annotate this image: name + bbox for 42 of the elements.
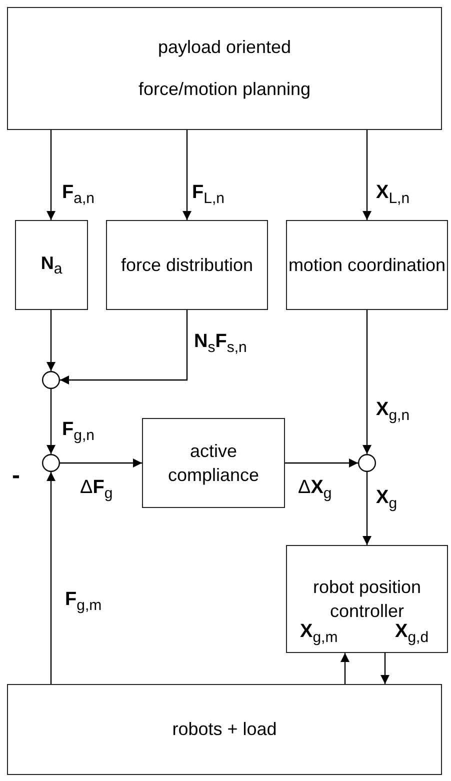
edge-label: X$_{L,n}$ [376,183,410,206]
edge-label: X$_{g,m}$ [300,622,338,645]
block-label: active compliance [166,440,260,487]
arrow [380,653,390,684]
block-box [7,7,442,130]
arrow [362,472,372,545]
arrow [362,130,372,220]
summing-junction [42,371,60,389]
edge-label: F$_{a,n}$ [62,183,94,206]
block-box [286,220,448,310]
edge-label: F$_{g,n}$ [62,420,94,443]
edge-label: X$_{g,d}$ [395,622,429,645]
arrow [46,130,56,220]
arrow [340,653,350,684]
block-label: force distribution [120,254,254,277]
arrow [60,310,188,384]
block-box [142,418,285,508]
arrow [46,389,56,454]
edge-label: ΔF$_{g}$ [80,478,113,501]
arrow [60,458,142,468]
edge-label: F$_{L,n}$ [192,183,224,206]
block-label: N$_{a}$ [40,252,62,280]
edge-label: N$_{s}$F$_{s,n}$ [194,332,247,355]
block-box [7,684,442,775]
arrow [285,458,358,468]
summing-junction [42,454,60,472]
block-label: motion coordination [288,254,446,277]
arrow [46,472,56,684]
block-label: robot position controller [312,576,422,623]
block-box [15,220,88,310]
block-box [286,545,448,653]
edge-label: X$_{g,n}$ [376,400,410,423]
block-label: payload oriented force/motion planning [137,36,312,101]
block-box [106,220,268,310]
arrow [362,310,372,454]
arrow [46,310,56,371]
arrow [182,130,192,220]
block-label: robots + load [172,718,277,742]
summing-junction [358,454,376,472]
edge-label: ΔX$_{g}$ [298,478,332,501]
edge-label: F$_{g,m}$ [65,590,102,613]
edge-label: X$_{g}$ [376,488,398,511]
